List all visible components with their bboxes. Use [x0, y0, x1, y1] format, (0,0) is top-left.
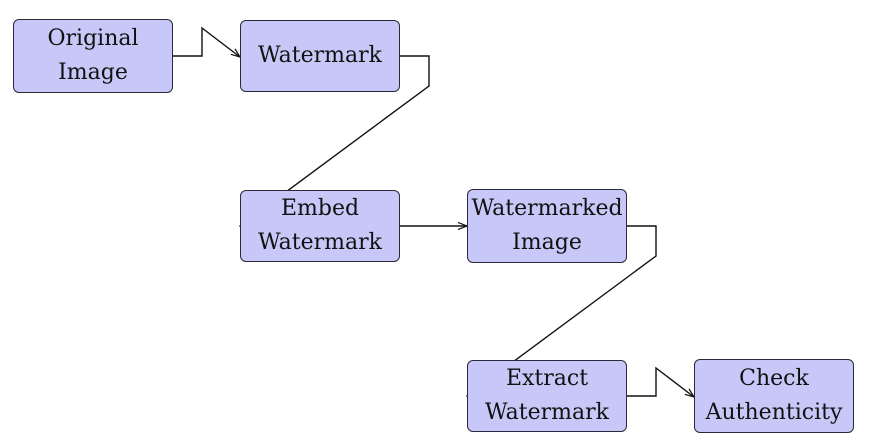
node-original-image: Original Image	[13, 19, 173, 93]
edge-watermark-to-embed	[240, 55, 430, 226]
node-embed-watermark: Embed Watermark	[240, 190, 400, 262]
node-watermark: Watermark	[240, 20, 400, 92]
node-watermark-label: Watermark	[257, 43, 383, 68]
node-check-authenticity: Check Authenticity	[694, 359, 854, 433]
edge-original-to-watermark	[173, 26, 240, 57]
node-watermarked-image: Watermarked Image	[467, 189, 627, 263]
edge-watermarked-to-extract	[467, 225, 657, 396]
node-embed-watermark-label: Embed Watermark	[257, 196, 383, 255]
node-watermarked-image-label: Watermarked Image	[471, 196, 623, 255]
node-original-image-label: Original Image	[47, 26, 139, 85]
node-check-authenticity-label: Check Authenticity	[705, 366, 843, 425]
node-extract-watermark-label: Extract Watermark	[484, 366, 610, 425]
node-extract-watermark: Extract Watermark	[467, 360, 627, 432]
edge-extract-to-check	[627, 366, 694, 397]
